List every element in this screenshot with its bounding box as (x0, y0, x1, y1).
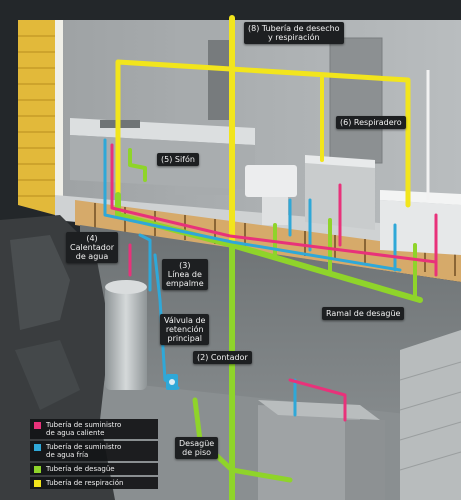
hot-water-swatch-icon (34, 422, 41, 429)
legend-line: Tubería de desagüe (46, 465, 115, 473)
label-water-heater: (4) Calentador de agua (66, 232, 119, 263)
legend-line: de agua caliente (46, 429, 105, 437)
label-line: Calentador (70, 243, 115, 252)
legend-line: Tubería de respiración (46, 479, 124, 487)
rock-highlight (10, 235, 70, 330)
label-line: Válvula de (164, 316, 206, 325)
legend-line: Tubería de suministro (46, 421, 122, 429)
label-trap: (5) Sifón (157, 153, 199, 166)
label-meter: (2) Contador (193, 351, 252, 364)
label-line: (6) Respiradero (340, 118, 402, 127)
label-line: retención (165, 325, 204, 334)
toilet (245, 165, 297, 225)
label-line: principal (167, 334, 202, 343)
label-drain-branch: Ramal de desagüe (322, 307, 405, 320)
label-line: de piso (182, 448, 212, 457)
water-heater (105, 280, 147, 390)
legend-item-vent: Tubería de respiración (30, 477, 158, 489)
block-wall (399, 330, 461, 500)
pipe-legend: Tubería de suministro de agua caliente T… (30, 419, 158, 491)
legend-item-cold-water: Tubería de suministro de agua fría (30, 441, 158, 461)
main-cleanout-box (258, 400, 385, 500)
label-line: Ramal de desagüe (326, 309, 401, 318)
door (329, 37, 383, 164)
hot-water-pipes (110, 143, 438, 422)
house-siding (18, 20, 63, 215)
label-floor-drain: Desagüe de piso (175, 437, 219, 459)
label-line: Desagüe (179, 439, 215, 448)
label-line: empalme (166, 279, 204, 288)
label-connection-line: (3) Línea de empalme (162, 259, 208, 290)
label-line: de agua (75, 252, 109, 261)
bathtub (380, 190, 461, 255)
water-meter-icon (166, 374, 178, 390)
vent-pipes (115, 15, 411, 253)
label-line: y respiración (268, 33, 320, 42)
legend-item-drain: Tubería de desagüe (30, 463, 158, 475)
label-drain-vent-stack: (8) Tubería de desecho y respiración (244, 22, 344, 44)
label-line: (2) Contador (197, 353, 248, 362)
legend-line: de agua fría (46, 451, 89, 459)
legend-text: Tubería de suministro de agua caliente (46, 421, 121, 437)
legend-item-hot-water: Tubería de suministro de agua caliente (30, 419, 158, 439)
legend-text: Tubería de suministro de agua fría (46, 443, 121, 459)
drain-swatch-icon (34, 466, 41, 473)
vent-swatch-icon (34, 480, 41, 487)
label-line: (5) Sifón (161, 155, 195, 164)
label-line: (4) (86, 234, 98, 243)
legend-line: Tubería de suministro (46, 443, 122, 451)
cold-water-swatch-icon (34, 444, 41, 451)
doorway (208, 40, 230, 120)
rock-highlight-2 (15, 340, 80, 410)
legend-text: Tubería de desagüe (46, 465, 115, 473)
label-main-check-valve: Válvula de retención principal (160, 314, 210, 345)
label-line: (8) Tubería de desecho (248, 24, 340, 33)
label-line: (3) (179, 261, 191, 270)
label-line: Línea de (167, 270, 202, 279)
label-vent: (6) Respiradero (336, 116, 406, 129)
legend-text: Tubería de respiración (46, 479, 123, 487)
